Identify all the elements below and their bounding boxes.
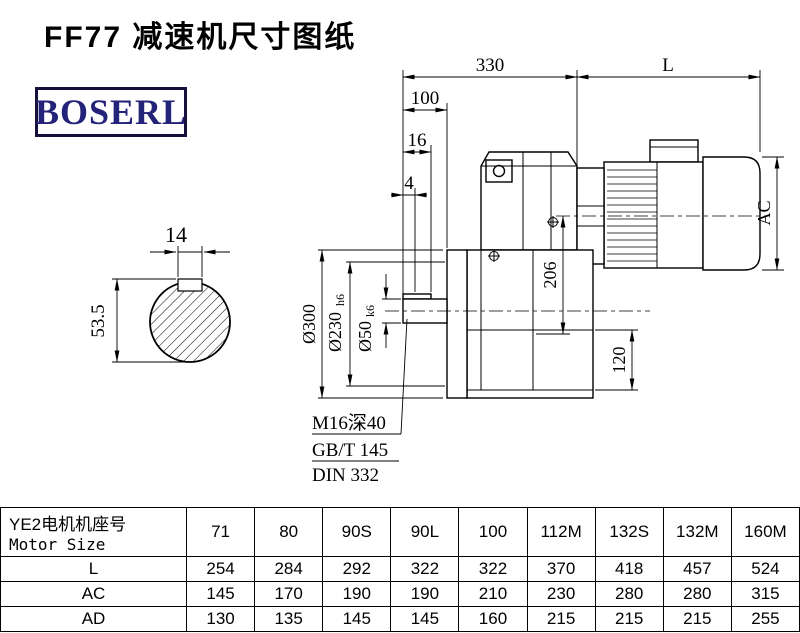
table-cell: 370 [526, 556, 596, 582]
table-cell: 284 [254, 556, 324, 582]
frame-col-160m: 160M [730, 507, 800, 557]
dim-text-d230: Ø230 h6 [325, 294, 347, 352]
dim-text-100: 100 [411, 88, 440, 109]
note-gb-standard: GB/T 145 [312, 440, 388, 461]
boserl-logo-text: BOSERL [34, 92, 188, 132]
table-cell: 215 [662, 606, 732, 632]
motor-size-header-cell: YE2电机机座号 Motor Size [0, 507, 187, 557]
dim-text-120: 120 [609, 347, 629, 374]
dim-text-d50: Ø50 k6 [355, 305, 377, 352]
extension-lines [112, 70, 784, 399]
table-cell: 215 [526, 606, 596, 632]
table-cell: 254 [185, 556, 256, 582]
fan-cowl [702, 156, 761, 271]
shaft-section-circle [149, 281, 231, 363]
dim-text-d230-sub: h6 [333, 294, 347, 306]
reducer-dimension-drawing: 330 L 100 16 4 AC 206 120 Ø300 Ø230 h6 Ø… [88, 55, 784, 486]
dim-text-14: 14 [165, 222, 187, 247]
table-cell: 135 [254, 606, 324, 632]
boserl-logo: BOSERL [35, 87, 187, 137]
table-cell: 315 [730, 581, 800, 607]
dim-text-16: 16 [408, 130, 427, 151]
table-cell: 280 [662, 581, 732, 607]
table-cell: 145 [322, 606, 392, 632]
terminal-box [649, 139, 699, 163]
dimension-table: YE2电机机座号 Motor Size 71 80 90S 90L 100 11… [0, 507, 800, 632]
table-cell: 322 [390, 556, 460, 582]
table-row-AC: AC 145 170 190 190 210 230 280 280 315 [0, 581, 800, 607]
table-cell: 190 [390, 581, 460, 607]
table-cell: 230 [526, 581, 596, 607]
table-header-row: YE2电机机座号 Motor Size 71 80 90S 90L 100 11… [0, 507, 800, 557]
dim-text-206: 206 [540, 262, 560, 289]
frame-col-80: 80 [254, 507, 324, 557]
frame-col-71: 71 [185, 507, 256, 557]
bolt-cross [488, 250, 500, 262]
dim-text-330: 330 [476, 55, 505, 76]
table-cell: 145 [185, 581, 256, 607]
motor-size-header-en: Motor Size [9, 535, 106, 554]
leader-line [400, 318, 408, 435]
dim-text-4: 4 [404, 173, 414, 194]
note-underlines [312, 433, 401, 462]
output-flange [446, 249, 468, 399]
dim-text-d230-main: Ø230 [325, 312, 345, 352]
table-cell: 160 [458, 606, 528, 632]
table-cell: 170 [254, 581, 324, 607]
dim-text-d300: Ø300 [299, 304, 319, 344]
eyebolt-hole [492, 164, 506, 178]
table-cell: 255 [730, 606, 800, 632]
table-row-L: L 254 284 292 322 322 370 418 457 524 [0, 556, 800, 582]
shaft-section-view [149, 278, 231, 363]
table-row-AD: AD 130 135 145 145 160 215 215 215 255 [0, 606, 800, 632]
keyway [177, 278, 203, 292]
table-cell: 190 [322, 581, 392, 607]
table-cell: 457 [662, 556, 732, 582]
table-cell: 292 [322, 556, 392, 582]
frame-col-90s: 90S [322, 507, 392, 557]
dim-text-53-5: 53.5 [88, 304, 109, 337]
frame-col-132m: 132M [662, 507, 732, 557]
reducer-side-view [385, 139, 768, 399]
row-label-AC: AC [0, 581, 187, 607]
page-title: FF77 减速机尺寸图纸 [44, 21, 357, 54]
row-label-L: L [0, 556, 187, 582]
table-cell: 280 [594, 581, 664, 607]
dim-text-d50-main: Ø50 [355, 321, 375, 352]
bolt-cross [547, 216, 559, 228]
note-din-standard: DIN 332 [312, 465, 379, 486]
dim-text-AC: AC [754, 200, 774, 225]
housing-detail-lines [467, 146, 704, 391]
frame-col-112m: 112M [526, 507, 596, 557]
table-cell: 210 [458, 581, 528, 607]
row-label-AD: AD [0, 606, 187, 632]
note-thread: M16深40 [312, 412, 386, 434]
frame-col-132s: 132S [594, 507, 664, 557]
dim-text-L: L [662, 55, 674, 76]
gearbox-lower-housing [466, 249, 594, 399]
table-cell: 418 [594, 556, 664, 582]
motor-fins [607, 169, 657, 262]
dimension-annotations: 330 L 100 16 4 AC 206 120 Ø300 Ø230 h6 Ø… [88, 55, 784, 486]
table-cell: 130 [185, 606, 256, 632]
motor-size-header-cn: YE2电机机座号 [9, 515, 127, 534]
frame-col-100: 100 [458, 507, 528, 557]
table-cell: 524 [730, 556, 800, 582]
table-cell: 322 [458, 556, 528, 582]
table-cell: 215 [594, 606, 664, 632]
dim-text-d50-sub: k6 [363, 305, 377, 317]
frame-col-90l: 90L [390, 507, 460, 557]
motor-body [603, 161, 704, 269]
table-cell: 145 [390, 606, 460, 632]
shaft-key [402, 293, 432, 300]
